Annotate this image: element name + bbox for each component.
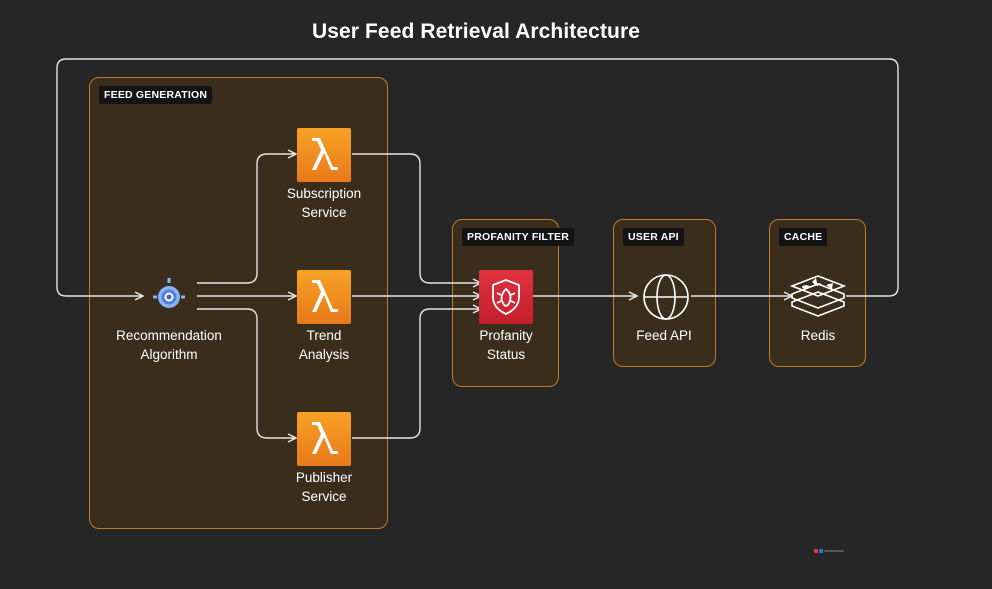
trend-label-line1: Trend xyxy=(306,328,342,343)
lambda-icon xyxy=(297,412,351,466)
trend-label: Trend Analysis xyxy=(254,326,394,364)
lambda-icon xyxy=(297,128,351,182)
group-label-feed-generation: FEED GENERATION xyxy=(99,86,213,104)
subscription-label-line1: Subscription xyxy=(286,186,362,201)
redis-label-line1: Redis xyxy=(800,328,836,343)
globe-icon xyxy=(641,272,691,322)
recommendation-label-line1: Recommendation xyxy=(116,328,222,343)
subscription-label: Subscription Service xyxy=(254,184,394,222)
recommendation-label-line2: Algorithm xyxy=(140,347,198,362)
shield-icon xyxy=(479,270,533,324)
publisher-label-line1: Publisher xyxy=(295,470,353,485)
vertex-ai-icon xyxy=(147,274,191,318)
redis-label: Redis xyxy=(748,326,888,345)
profanity-label-line2: Status xyxy=(486,347,526,362)
edge-redis-to-recommendation xyxy=(56,58,899,296)
lambda-icon xyxy=(297,270,351,324)
edge-subscription-to-profanity xyxy=(352,153,481,283)
feed-api-label-line1: Feed API xyxy=(636,328,692,343)
publisher-label: Publisher Service xyxy=(254,468,394,506)
publisher-label-line2: Service xyxy=(301,489,347,504)
diagram-title: User Feed Retrieval Architecture xyxy=(311,20,641,43)
profanity-label-line1: Profanity xyxy=(479,328,533,343)
profanity-label: Profanity Status xyxy=(436,326,576,364)
group-label-profanity-filter: PROFANITY FILTER xyxy=(462,228,574,246)
trend-label-line2: Analysis xyxy=(298,347,350,362)
recommendation-label: Recommendation Algorithm xyxy=(99,326,239,364)
edge-publisher-to-profanity xyxy=(352,309,481,439)
group-label-cache: CACHE xyxy=(779,228,828,246)
subscription-label-line2: Service xyxy=(301,205,347,220)
feed-api-label: Feed API xyxy=(594,326,734,345)
redis-icon xyxy=(790,272,846,320)
brand-logo xyxy=(814,541,846,553)
group-label-user-api: USER API xyxy=(623,228,684,246)
